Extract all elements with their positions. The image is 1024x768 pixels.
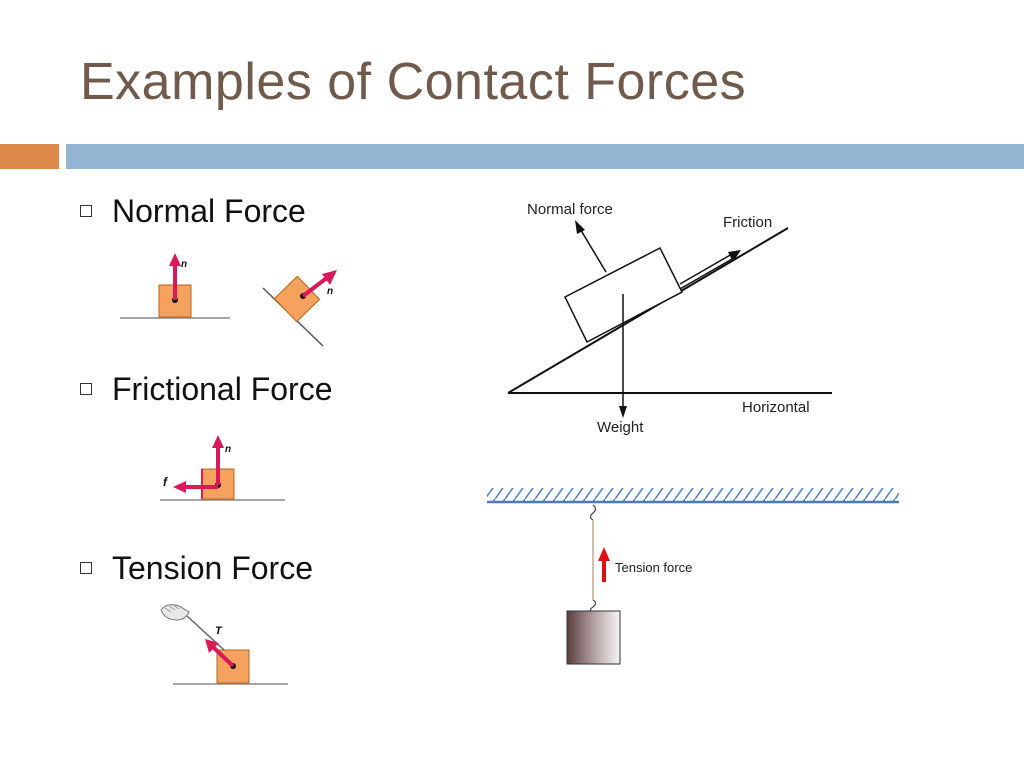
normal-force-flat-figure: n	[120, 253, 230, 319]
normal-vector-label: n	[327, 286, 333, 297]
bullet-frictional-force: Frictional Force	[80, 369, 333, 409]
tension-hanging-diagram: Tension force	[487, 488, 899, 665]
hand-icon	[160, 604, 190, 621]
friction-vector-label: f	[163, 475, 168, 489]
bullet-text: Tension Force	[112, 549, 313, 586]
bullet-normal-force: Normal Force	[80, 191, 306, 231]
tension-force-label: Tension force	[615, 560, 692, 575]
horizontal-label: Horizontal	[742, 399, 810, 416]
normal-force-incline-figure: n	[262, 270, 337, 347]
bullet-square-icon	[80, 562, 92, 574]
bullet-tension-force: Tension Force	[80, 548, 313, 588]
normal-vector-label: n	[225, 444, 231, 455]
tension-vector-label: T	[215, 625, 223, 637]
incline-force-diagram: Normal force Friction Weight Horizontal	[507, 201, 832, 436]
title-accent-orange	[0, 144, 59, 169]
bullet-text: Normal Force	[112, 192, 306, 229]
hanging-weight	[566, 610, 621, 665]
friction-label: Friction	[723, 214, 772, 231]
ceiling	[487, 488, 899, 502]
weight-label: Weight	[597, 419, 644, 436]
normal-force-label: Normal force	[527, 201, 613, 218]
title-accent-blue	[66, 144, 1024, 169]
tension-force-figure: T	[160, 604, 288, 685]
bullet-square-icon	[80, 205, 92, 217]
slide-title: Examples of Contact Forces	[80, 53, 747, 111]
bullet-text: Frictional Force	[112, 370, 333, 407]
frictional-force-figure: n f	[160, 435, 285, 501]
bullet-square-icon	[80, 383, 92, 395]
normal-vector-label: n	[181, 259, 187, 270]
up-arrow-icon	[598, 547, 610, 561]
